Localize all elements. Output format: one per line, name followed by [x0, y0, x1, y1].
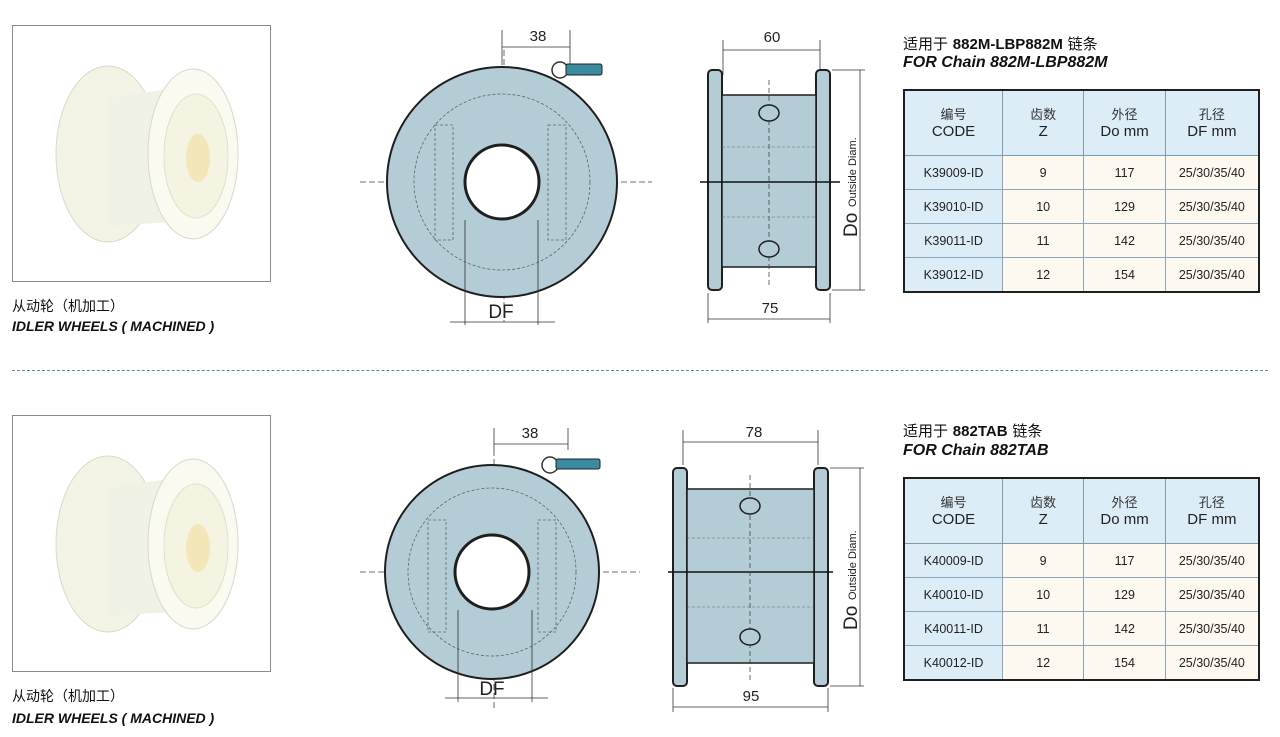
- spec-title-cn: 适用于 882TAB 链条: [903, 420, 1042, 441]
- product-section-2: 从动轮（机加工） IDLER WHEELS ( MACHINED ) 38 DF…: [0, 380, 1280, 737]
- dim-do: Do: [841, 606, 862, 630]
- dim-top-front: 38: [530, 28, 547, 45]
- dim-do: Do: [841, 213, 862, 237]
- dim-bottom-side: 75: [762, 300, 779, 317]
- spec-title-en: FOR Chain 882M-LBP882M: [903, 54, 1108, 71]
- side-view-drawing: 60 Do Outside Diam. 75: [700, 29, 865, 323]
- spec-title-cn: 适用于 882M-LBP882M 链条: [903, 33, 1098, 54]
- spec-title-en: FOR Chain 882TAB: [903, 442, 1049, 459]
- dim-top-front: 38: [522, 425, 539, 442]
- product-photo: [12, 25, 271, 282]
- dim-outside-diam: Outside Diam.: [847, 137, 859, 207]
- title-suffix: 链条: [1067, 35, 1098, 53]
- product-photo: [12, 415, 271, 672]
- title-prefix: 适用于: [903, 422, 949, 440]
- title-model: 882M-LBP882M: [952, 36, 1063, 53]
- section-divider: [12, 370, 1268, 371]
- dim-df: DF: [479, 679, 504, 700]
- caption-en: IDLER WHEELS ( MACHINED ): [12, 710, 215, 726]
- caption-en: IDLER WHEELS ( MACHINED ): [12, 318, 215, 334]
- title-suffix: 链条: [1012, 422, 1043, 440]
- dim-top-side: 78: [746, 424, 763, 441]
- title-model: 882TAB: [952, 423, 1008, 440]
- product-section-1: 从动轮（机加工） IDLER WHEELS ( MACHINED ) 38 DF…: [12, 25, 1260, 334]
- dim-bottom-side: 95: [743, 688, 760, 705]
- front-view-drawing: 38 DF: [360, 425, 640, 710]
- side-view-drawing: 78 Do Outside Diam. 95: [668, 424, 864, 712]
- title-prefix: 适用于: [903, 35, 949, 53]
- caption-cn: 从动轮（机加工）: [12, 689, 124, 705]
- front-view-drawing: 38 DF: [360, 28, 652, 325]
- caption-cn: 从动轮（机加工）: [12, 299, 124, 315]
- dim-outside-diam: Outside Diam.: [847, 530, 859, 600]
- dim-df: DF: [488, 302, 513, 323]
- dim-top-side: 60: [764, 29, 781, 46]
